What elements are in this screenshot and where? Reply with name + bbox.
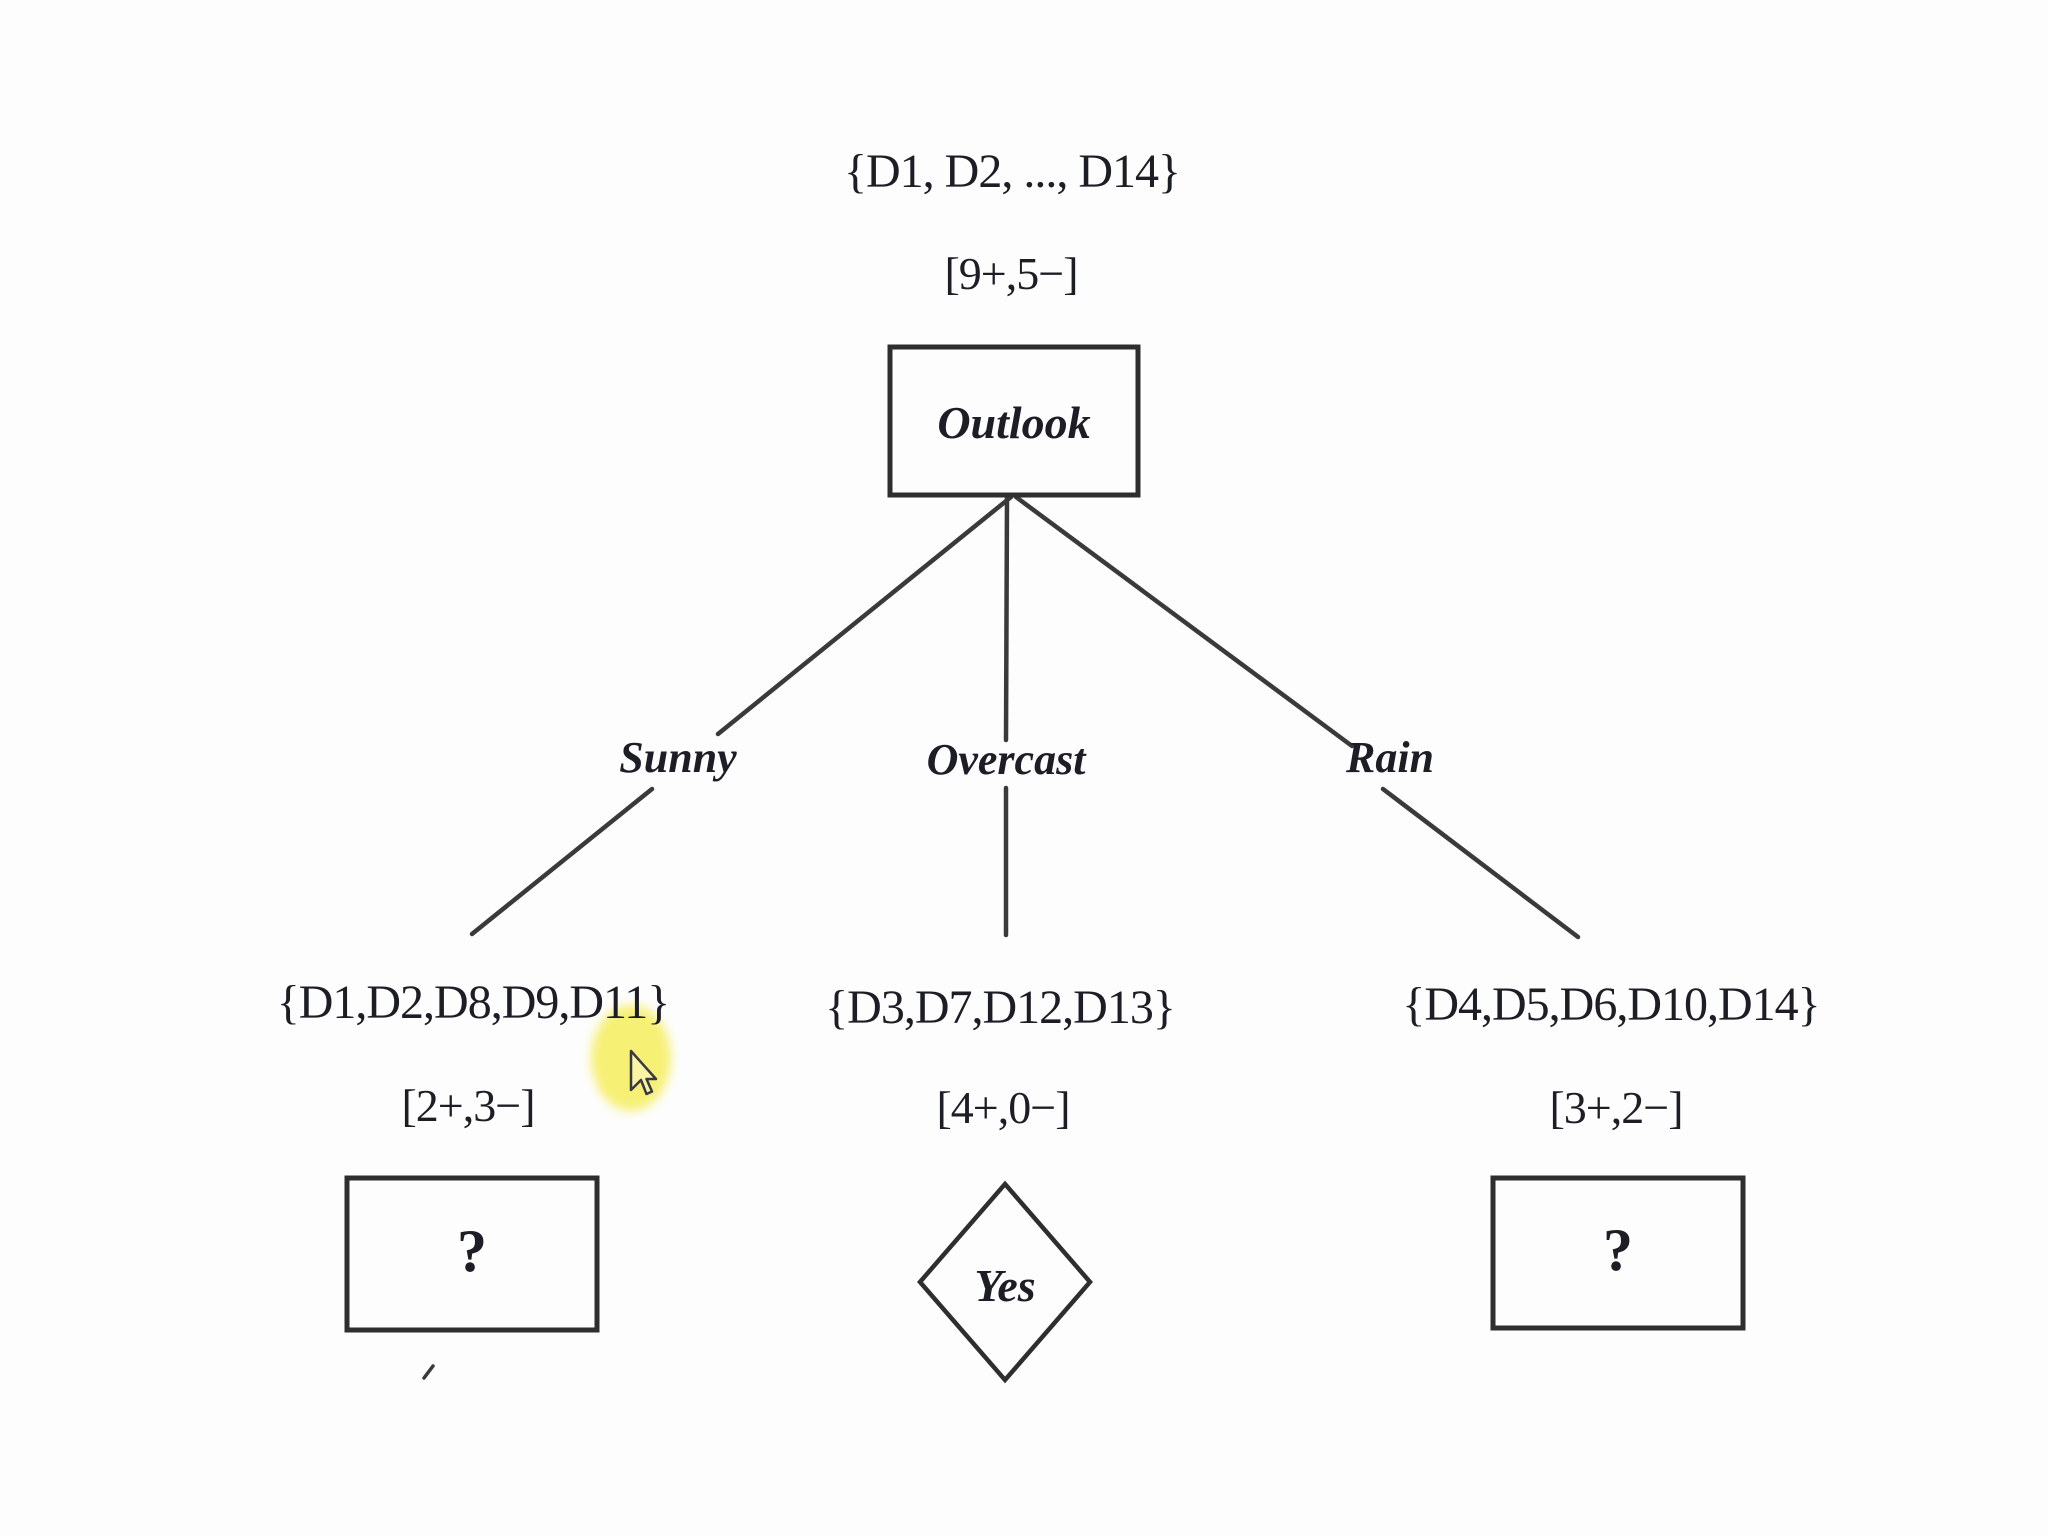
overcast-class-counts: [4+,0−] xyxy=(936,1082,1070,1133)
rain-set-label: {D4,D5,D6,D10,D14} xyxy=(1402,978,1820,1031)
edge-sunny-upper xyxy=(715,494,1014,737)
root-attribute-box xyxy=(887,344,1141,498)
edge-rain-upper xyxy=(1013,494,1355,749)
mouse-pointer-icon xyxy=(629,1049,658,1096)
branch-label-rain: Rain xyxy=(1345,733,1435,782)
sunny-leaf-value: ? xyxy=(457,1218,487,1284)
sunny-set-label: {D1,D2,D8,D9,D11} xyxy=(276,976,671,1029)
leaf-diamond-overcast xyxy=(917,1180,1093,1384)
root-set-label: {D1, D2, ..., D14} xyxy=(843,145,1181,198)
leaf-box-rain xyxy=(1490,1175,1746,1331)
leaf-box-sunny xyxy=(344,1175,600,1333)
branch-label-overcast: Overcast xyxy=(926,735,1086,784)
edge-overcast-upper xyxy=(1003,494,1010,743)
overcast-set-label: {D3,D7,D12,D13} xyxy=(825,981,1176,1034)
rain-leaf-value: ? xyxy=(1603,1217,1633,1283)
stray-tick-mark xyxy=(422,1364,435,1380)
sunny-class-counts: [2+,3−] xyxy=(401,1080,535,1131)
edge-sunny-lower xyxy=(469,786,655,937)
edge-rain-lower xyxy=(1380,786,1581,940)
root-attribute-label: Outlook xyxy=(937,397,1091,448)
overcast-leaf-value: Yes xyxy=(974,1260,1036,1311)
root-class-counts: [9+,5−] xyxy=(944,248,1078,299)
rain-class-counts: [3+,2−] xyxy=(1549,1082,1683,1133)
branch-label-sunny: Sunny xyxy=(619,733,737,782)
